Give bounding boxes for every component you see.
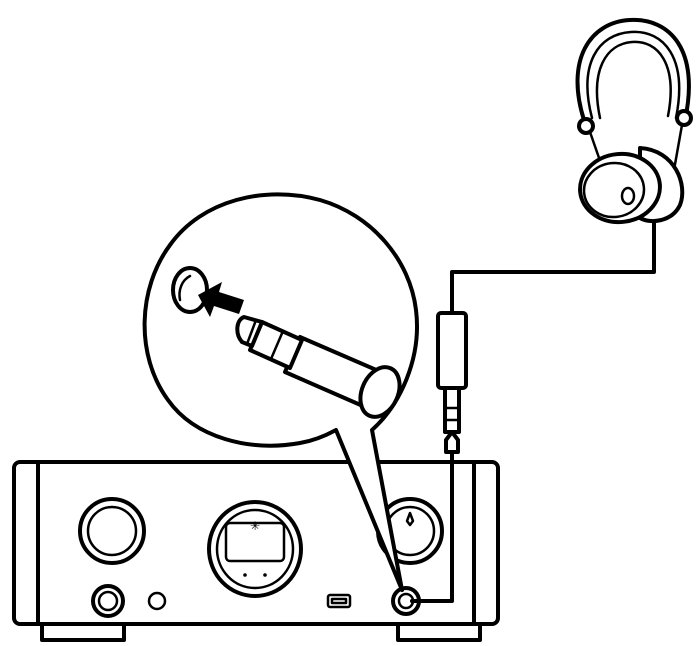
hinge-left-icon (577, 117, 595, 135)
usb-port-icon (326, 593, 352, 609)
volume-indicator-icon (405, 511, 415, 527)
earcup-cushion (582, 161, 646, 219)
plug-shaft (443, 386, 461, 434)
power-button-icon (91, 584, 125, 618)
amplifier-front-panel: ✳ (12, 460, 500, 642)
headphone-jack-icon (391, 586, 421, 616)
yoke-right (672, 123, 684, 172)
input-selector-knob-icon (78, 497, 146, 565)
headphone-plug (410, 215, 656, 603)
display-indicator-icon: ✳ (250, 519, 260, 533)
display-dot-icon (243, 573, 247, 577)
callout-plug-icon (235, 315, 402, 419)
earcup-connector-icon (620, 186, 636, 206)
insert-arrow-icon (198, 282, 244, 317)
headband-pad (595, 40, 672, 120)
headband-inner (586, 30, 681, 120)
display-window-icon: ✳ (207, 500, 303, 598)
callout-jack-icon (171, 266, 209, 314)
display-dot-icon (263, 573, 267, 577)
plug-cable-upper (450, 215, 656, 315)
headband-outer (575, 17, 691, 122)
plug-tip (444, 430, 460, 454)
hinge-right-icon (675, 109, 693, 127)
plug-cable-lower (410, 450, 454, 603)
plug-housing (436, 311, 468, 390)
sensor-icon (147, 591, 167, 611)
zoom-callout (142, 192, 419, 592)
headphones (575, 17, 693, 225)
